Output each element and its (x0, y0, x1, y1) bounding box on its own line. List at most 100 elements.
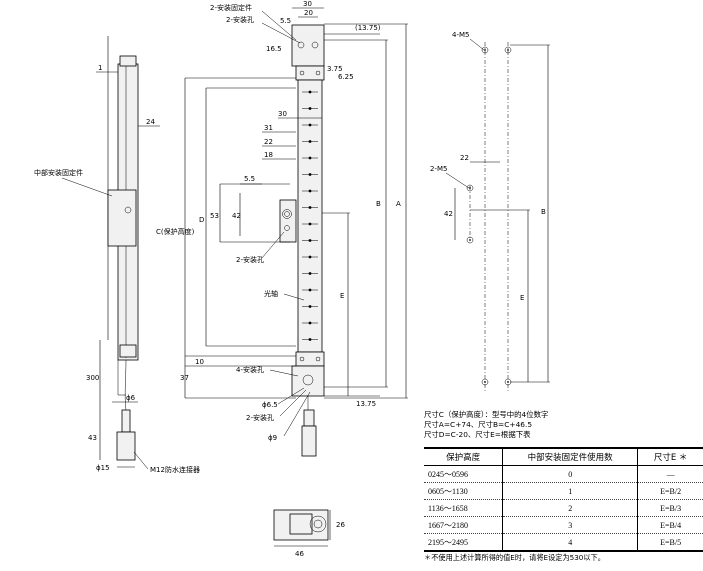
cell-e: E=B/4 (637, 516, 703, 534)
sensor-body (297, 79, 323, 353)
dim-B: B (376, 200, 381, 208)
cell-e: E=B/3 (637, 499, 703, 517)
side-view: 1 24 300 ϕ6 43 ϕ15 中部安装固定件 M12防水连接器 (34, 36, 200, 474)
cell-range: 1136～1658 (424, 499, 503, 517)
dimension-e-table: 保护高度 中部安装固定件使用数 尺寸E ＊ 0245～0596 0 — 0605… (424, 447, 703, 552)
dim-13-75a: (13.75) (355, 24, 381, 32)
cell-range: 0245～0596 (424, 465, 503, 483)
top-bracket (291, 24, 325, 67)
dim-16-5: 16.5 (266, 45, 282, 53)
dim-13-75b: 13.75 (356, 400, 376, 408)
dim-1: 1 (98, 64, 102, 72)
dim-5-5b: 5.5 (244, 175, 255, 183)
mounting-hole (466, 236, 474, 244)
mounting-holes (466, 46, 512, 386)
dim-3-75: 3.75 (327, 65, 343, 73)
mounting-hole-center (507, 381, 509, 383)
cell-count: 2 (502, 499, 638, 517)
front-connector (301, 425, 317, 457)
mounting-hole (481, 378, 489, 386)
dim-42b: 42 (444, 210, 453, 218)
mounting-hole (466, 184, 474, 192)
cell-count: 1 (502, 482, 638, 500)
dim-30-mid: 30 (278, 110, 287, 118)
mounting-hole-center (507, 49, 509, 51)
cell-count: 4 (502, 533, 638, 552)
footnote: ＊不使用上述计算所得的值E时，请将E设定为530以下。 (424, 553, 605, 562)
dim-5-5a: 5.5 (280, 17, 291, 25)
front-mid-bracket (279, 199, 297, 243)
dim-E2: E (520, 294, 524, 302)
table-row: 2195～2495 4 E=B/5 (424, 533, 703, 552)
table-row: 0605～1130 1 E=B/2 (424, 482, 703, 500)
table-row: 1136～1658 2 E=B/3 (424, 499, 703, 517)
table-row: 0245～0596 0 — (424, 465, 703, 483)
dim-18: 18 (264, 151, 273, 159)
side-bottom-bracket (119, 344, 137, 358)
label-protect-height: C(保护高度) (156, 227, 195, 236)
cell-e: E=B/5 (637, 533, 703, 552)
dim-6-25: 6.25 (338, 73, 354, 81)
dim-300: 300 (86, 374, 99, 382)
dim-43: 43 (88, 434, 97, 442)
dim-31: 31 (264, 124, 273, 132)
side-top-bracket (119, 55, 137, 67)
cell-range: 1667～2180 (424, 516, 503, 534)
label-bracket-2: 2-安装固定件 (210, 3, 252, 12)
side-mid-bracket (107, 189, 137, 247)
dim-22a: 22 (264, 138, 273, 146)
cell-e: E=B/2 (637, 482, 703, 500)
dim-B2: B (541, 208, 546, 216)
mounting-hole (481, 46, 489, 54)
dim-E: E (340, 292, 344, 300)
dim-phi6: ϕ6 (126, 394, 136, 402)
dim-phi9: ϕ9 (268, 434, 277, 442)
dim-53: 53 (210, 212, 219, 220)
bottom-view: 26 46 (273, 509, 345, 558)
mounting-hole-center (484, 381, 486, 383)
dim-42a: 42 (232, 212, 241, 220)
dim-24: 24 (146, 118, 155, 126)
cell-range: 0605～1130 (424, 482, 503, 500)
label-mid-bracket: 中部安装固定件 (34, 168, 83, 177)
label-hole-4: 4-安装孔 (236, 365, 264, 374)
dim-20: 20 (304, 9, 313, 17)
bottom-bracket (291, 365, 325, 397)
dim-30-top: 30 (303, 0, 312, 8)
dim-26: 26 (336, 521, 345, 529)
dim-37: 37 (180, 374, 189, 382)
label-hole-2-bottom: 2-安装孔 (246, 413, 274, 422)
front-view: C(保护高度) D 30 20 5.5 (13.75) 16.5 (156, 0, 408, 457)
label-hole-2-mid: 2-安装孔 (236, 255, 264, 264)
note-line-2: 尺寸A=C+74、尺寸B=C+46.5 (424, 420, 533, 429)
mounting-hole (504, 46, 512, 54)
mounting-hole-center (469, 239, 471, 241)
dim-46: 46 (295, 550, 304, 558)
label-4-m5: 4-M5 (452, 31, 469, 39)
note-line-3: 尺寸D=C-20、尺寸E=根据下表 (424, 430, 531, 439)
label-hole-2-top: 2-安装孔 (226, 15, 254, 24)
col-header-dim-e: 尺寸E ＊ (637, 447, 703, 466)
side-connector (116, 431, 136, 461)
cell-count: 0 (502, 465, 638, 483)
dim-22b: 22 (460, 154, 469, 162)
col-header-bracket-count: 中部安装固定件使用数 (502, 447, 638, 466)
optical-beams (302, 90, 318, 341)
dim-D: D (199, 216, 204, 224)
label-2-m5: 2-M5 (430, 165, 447, 173)
dim-phi15: ϕ15 (96, 464, 110, 472)
cell-count: 3 (502, 516, 638, 534)
mounting-pattern: 4-M5 2-M5 22 42 B E (430, 31, 550, 392)
label-optical-axis: 光轴 (264, 289, 278, 298)
mounting-hole-center (484, 49, 486, 51)
dim-10: 10 (195, 358, 204, 366)
dim-A: A (396, 200, 401, 208)
note-line-1: 尺寸C（保护高度）：型号中的4位数字 (424, 410, 549, 419)
table-row: 1667～2180 3 E=B/4 (424, 516, 703, 534)
cell-range: 2195～2495 (424, 533, 503, 552)
cell-e: — (637, 465, 703, 483)
dim-phi6-5: ϕ6.5 (262, 401, 278, 409)
mounting-hole-center (469, 187, 471, 189)
col-header-protect-height: 保护高度 (424, 447, 503, 466)
